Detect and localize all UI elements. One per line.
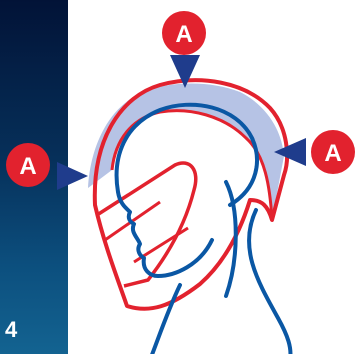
marker-top-label: A [175,21,192,48]
arrow-left [57,162,88,190]
chin-line [150,285,180,354]
marker-right-label: A [324,140,341,167]
marker-right: A [311,130,355,174]
marker-left-label: A [19,153,36,180]
shoulder-line [249,210,291,354]
marker-top: A [162,11,206,55]
marker-left: A [6,143,50,187]
neck-line [226,182,236,296]
